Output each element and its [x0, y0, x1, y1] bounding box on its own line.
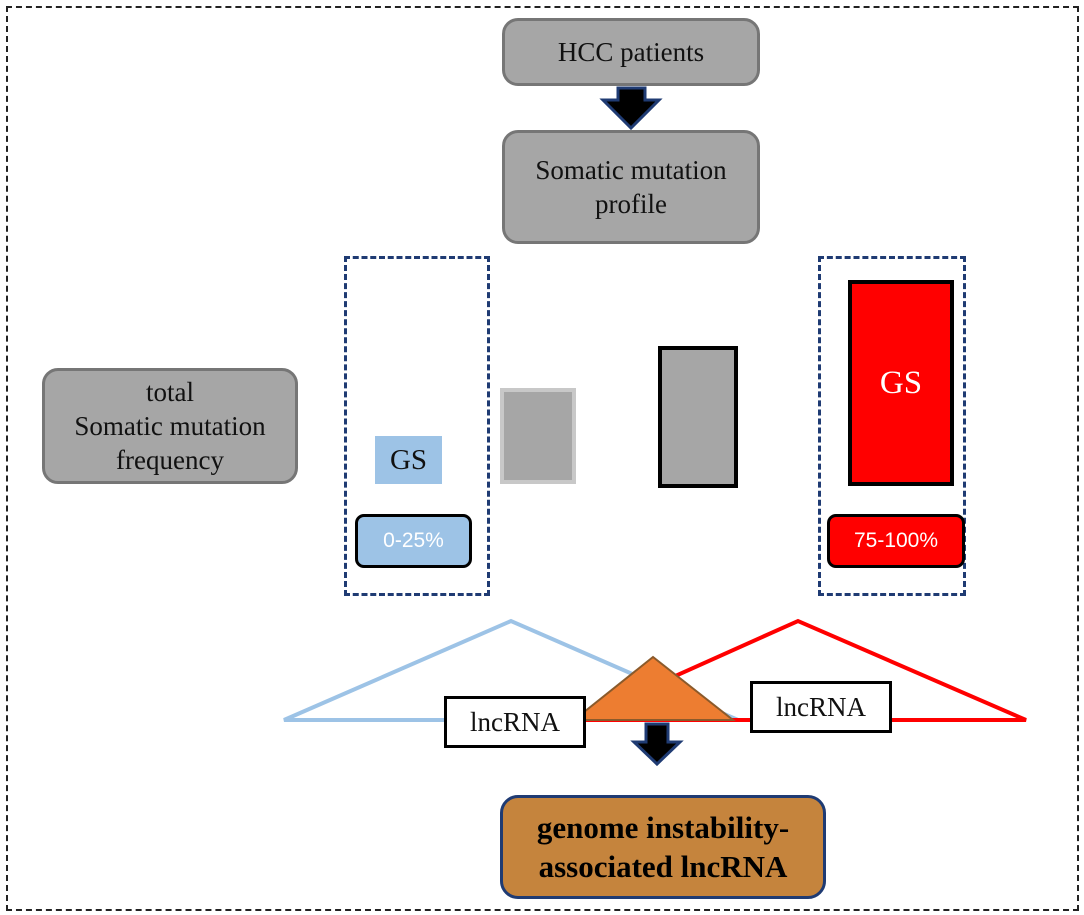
somatic-profile-line-2: profile — [595, 189, 667, 219]
high-mutation-group-frame — [818, 256, 966, 596]
genome-instability-lncrna-node: genome instability- associated lncRNA — [500, 795, 826, 899]
down-arrow-icon — [630, 722, 684, 767]
lncrna-right-box: lncRNA — [750, 681, 892, 733]
result-line-2: associated lncRNA — [538, 849, 788, 884]
total-line-2: Somatic mutation — [74, 411, 266, 441]
low-mutation-group-frame — [344, 256, 490, 596]
lncrna-left-label: lncRNA — [470, 706, 560, 737]
somatic-profile-line-1: Somatic mutation — [535, 155, 727, 185]
hcc-patients-label: HCC patients — [557, 37, 705, 67]
mid-low-bar — [500, 388, 576, 484]
overlap-triangle — [571, 655, 736, 721]
total-line-1: total — [145, 377, 194, 407]
gs-low-label: GS — [389, 443, 428, 476]
high-range-badge: 75-100% — [827, 514, 965, 568]
low-range-badge: 0-25% — [355, 514, 472, 568]
somatic-mutation-profile-node: Somatic mutation profile — [502, 130, 760, 244]
high-range-label: 75-100% — [853, 529, 939, 552]
result-line-1: genome instability- — [536, 810, 790, 845]
gs-low-bar: GS — [375, 436, 442, 484]
down-arrow-icon — [599, 86, 663, 131]
gs-high-bar: GS — [848, 280, 954, 486]
total-mutation-frequency-node: total Somatic mutation frequency — [42, 368, 298, 484]
outer-frame — [6, 6, 1079, 911]
gs-high-label: GS — [879, 364, 923, 401]
total-line-3: frequency — [116, 445, 224, 475]
mid-high-bar — [658, 346, 738, 488]
hcc-patients-node: HCC patients — [502, 18, 760, 86]
lncrna-left-box: lncRNA — [444, 696, 586, 748]
lncrna-right-label: lncRNA — [776, 691, 866, 722]
low-range-label: 0-25% — [383, 529, 444, 552]
